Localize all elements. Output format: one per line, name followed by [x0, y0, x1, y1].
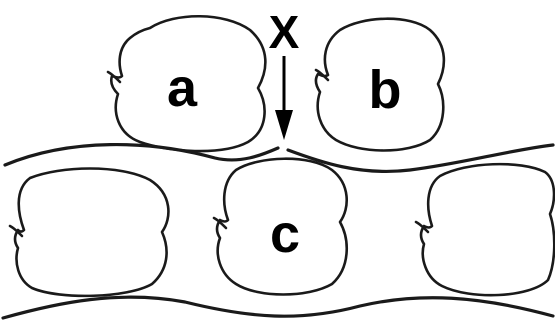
label-b: b — [369, 60, 402, 120]
label-c: c — [270, 204, 300, 264]
lower-wall-line — [3, 297, 553, 318]
arrow-head — [275, 110, 293, 140]
label-x: X — [269, 6, 300, 58]
cell-left-outline — [15, 169, 168, 296]
cell-right-outline — [421, 164, 554, 295]
label-a: a — [167, 58, 198, 118]
